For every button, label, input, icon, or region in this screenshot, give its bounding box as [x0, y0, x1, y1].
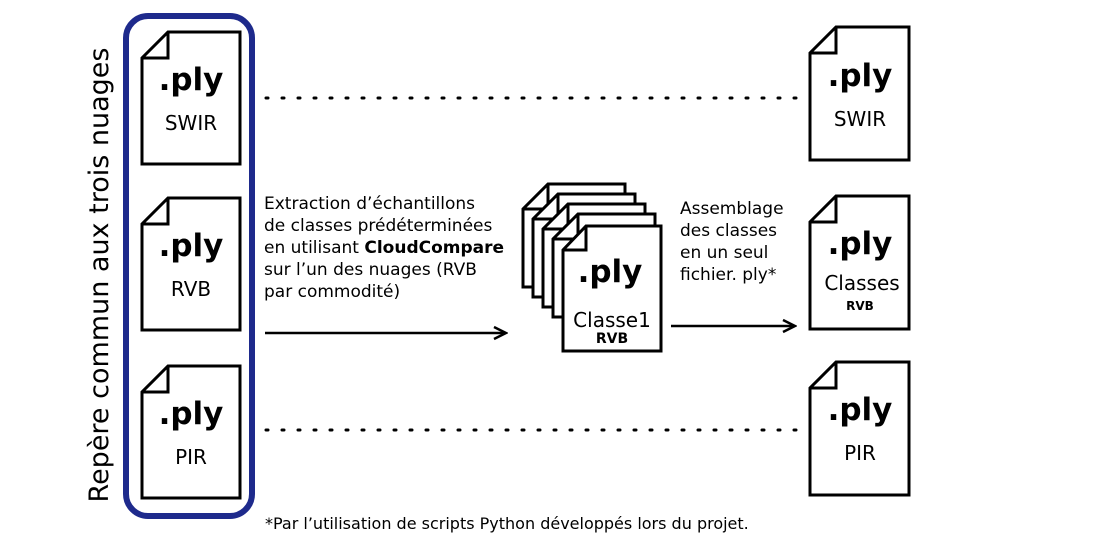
- file-icon-classes-right: .ply Classes RVB: [808, 194, 911, 331]
- file-label: RVB: [171, 277, 211, 301]
- file-icon-pir-right: .ply PIR: [808, 360, 911, 497]
- text-line: sur l’un des nuages (RVB: [264, 260, 477, 280]
- class-file-stack: .ply Classe1 RVB: [521, 182, 663, 353]
- file-ext: .ply: [828, 392, 893, 428]
- file-label: SWIR: [834, 107, 886, 131]
- file-label: PIR: [844, 441, 876, 465]
- extraction-description: Extraction d’échantillons de classes pré…: [264, 193, 504, 303]
- software-name: CloudCompare: [364, 238, 505, 258]
- file-sublabel: RVB: [846, 299, 874, 313]
- text-line: par commodité): [264, 282, 401, 302]
- text-line: de classes prédéterminées: [264, 216, 493, 236]
- file-label: PIR: [175, 445, 207, 469]
- file-icon-swir-left: .ply SWIR: [140, 30, 242, 166]
- text-line: fichier. ply*: [680, 265, 777, 285]
- file-label: Classes: [824, 271, 899, 295]
- file-ext: .ply: [159, 228, 224, 264]
- footnote: *Par l’utilisation de scripts Python dév…: [265, 514, 749, 533]
- file-icon-rvb-left: .ply RVB: [140, 196, 242, 332]
- file-ext: .ply: [828, 226, 893, 262]
- text-line: Extraction d’échantillons: [264, 194, 476, 214]
- file-icon-swir-right: .ply SWIR: [808, 25, 911, 162]
- assembly-description: Assemblage des classes en un seul fichie…: [680, 198, 784, 286]
- common-frame: [123, 13, 255, 519]
- text-span: en utilisant: [264, 238, 365, 258]
- file-ext: .ply: [159, 396, 224, 432]
- file-ext: .ply: [828, 58, 893, 94]
- text-line: des classes: [680, 221, 778, 241]
- text-line: en un seul: [680, 243, 769, 263]
- file-label: Classe1: [573, 308, 651, 332]
- file-ext: .ply: [578, 254, 643, 290]
- text-line: Assemblage: [680, 199, 784, 219]
- file-label: SWIR: [165, 111, 217, 135]
- file-icon-pir-left: .ply PIR: [140, 364, 242, 500]
- file-ext: .ply: [159, 62, 224, 98]
- file-sublabel: RVB: [596, 331, 628, 347]
- text-line: en utilisant CloudCompare: [264, 237, 504, 259]
